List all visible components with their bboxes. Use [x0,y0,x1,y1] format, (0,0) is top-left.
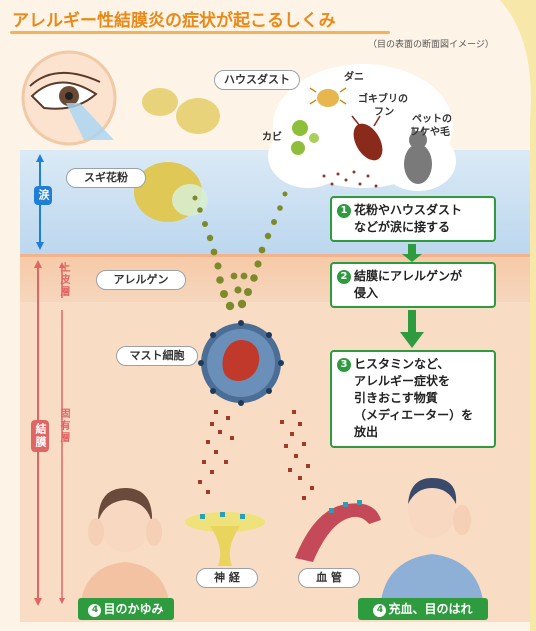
title-underline [10,31,390,34]
arrow-2-shaft [408,310,416,334]
pollen-blob [176,98,220,134]
conjunctiva-label: 結膜 [31,420,49,452]
woman-hair [98,488,153,524]
man-face [408,482,456,538]
house-dust-label: ハウスダスト [214,70,300,90]
eye-pupil [65,92,73,100]
man-hand [453,505,471,535]
arrow-2-head [400,332,424,348]
allergen-label: アレルゲン [96,270,186,290]
dust-dots [322,170,378,188]
mast-cell-nucleus [222,340,260,381]
nerve-label: 神 経 [196,568,258,588]
step-3-line3: 引きおこす物質 [354,391,438,405]
mast-cell-label: マスト細胞 [116,346,198,366]
yellow-swoosh [500,0,536,631]
step-3-box: 3 ヒスタミンなど、 アレルギー症状を 引きおこす物質 （メディエーター）を 放… [330,350,496,448]
conjunctiva-arrow-head-bottom [34,598,42,606]
lamina-arrow-head-bottom [59,598,65,604]
step-2-box: 2 結膜にアレルゲンが 侵入 [330,262,496,308]
layer-divider [20,254,530,257]
nerve-stem [210,526,240,566]
step-3-number: 3 [337,358,351,372]
arrow-1-head [402,254,422,262]
epithelium-label: 上皮層 [58,262,69,298]
woman-hand-right [146,518,162,546]
mite-icon [309,87,347,107]
mast-cell-receptors [198,320,284,406]
pet-label-line1: ペットの [412,114,452,125]
mold-icon [291,120,319,155]
arrow-1-shaft [408,244,416,254]
step-3-line4: （メディエーター）を [354,408,474,422]
step-3-line1: ヒスタミンなど、 [354,357,450,371]
symptom-itch-number: 4 [88,604,102,617]
step-1-number: 1 [337,204,351,218]
vessel-label: 血 管 [298,568,360,588]
focus-beam [66,103,114,140]
lamina-label: 固有層 [58,408,69,444]
right-edge-decoration [500,0,536,631]
tear-layer-label: 涙 [34,186,52,205]
cockroach-label-line2: フン [374,107,395,118]
allergen-dots [192,191,288,311]
pollen-blob [142,88,178,116]
mold-label: カビ [262,132,282,143]
nerve-illustration [185,512,265,566]
vessel-shape [295,503,381,562]
step-2-line1: 結膜にアレルゲンが [354,269,463,283]
step-2-number: 2 [337,270,351,284]
pet-label-line2: フケや毛 [410,127,450,138]
sugi-pollen-label: スギ花粉 [66,168,146,188]
page-title: アレルギー性結膜炎の症状が起こるしくみ [12,11,336,31]
cockroach-icon [351,115,383,161]
eye-illustration [21,50,117,146]
man-hair [408,478,457,504]
subtitle: （目の表面の断面図イメージ） [368,40,494,50]
tear-arrow-head-top [36,154,44,162]
woman-face [99,492,151,552]
blood-vessel-illustration [295,500,381,562]
step-1-line1: 花粉やハウスダスト [354,203,463,217]
house-dust-cloud [268,64,456,191]
woman-shoulders [80,562,170,608]
symptom-redness-text: 充血、目のはれ [388,602,473,616]
eyebrow-line [29,71,101,87]
woman-hand-left [88,518,104,546]
cockroach-label-line1: ゴキブリの [358,94,408,105]
cat-icon [404,126,432,184]
conjunctiva-arrow-head-top [34,260,42,268]
man-shirt [380,554,484,608]
step-2-line2: 侵入 [354,286,379,300]
step-3-line5: 放出 [354,425,379,439]
step-1-line2: などが涙に接する [354,220,451,234]
mite-label: ダニ [344,72,364,83]
man-illustration [380,478,484,608]
woman-illustration [80,488,170,608]
cloud-puff-left [268,124,348,188]
step-arrows [400,244,424,348]
mediator-particles [198,410,314,500]
tear-arrow-head-bottom [36,242,44,250]
step-3-line2: アレルギー症状を [354,374,451,388]
mast-cell-illustration [198,320,284,406]
step-1-box: 1 花粉やハウスダスト などが涙に接する [330,196,496,242]
epithelium-arrow-head-top [59,262,65,268]
symptom-itch-text: 目のかゆみ [103,602,164,616]
symptom-redness-number: 4 [373,604,387,617]
